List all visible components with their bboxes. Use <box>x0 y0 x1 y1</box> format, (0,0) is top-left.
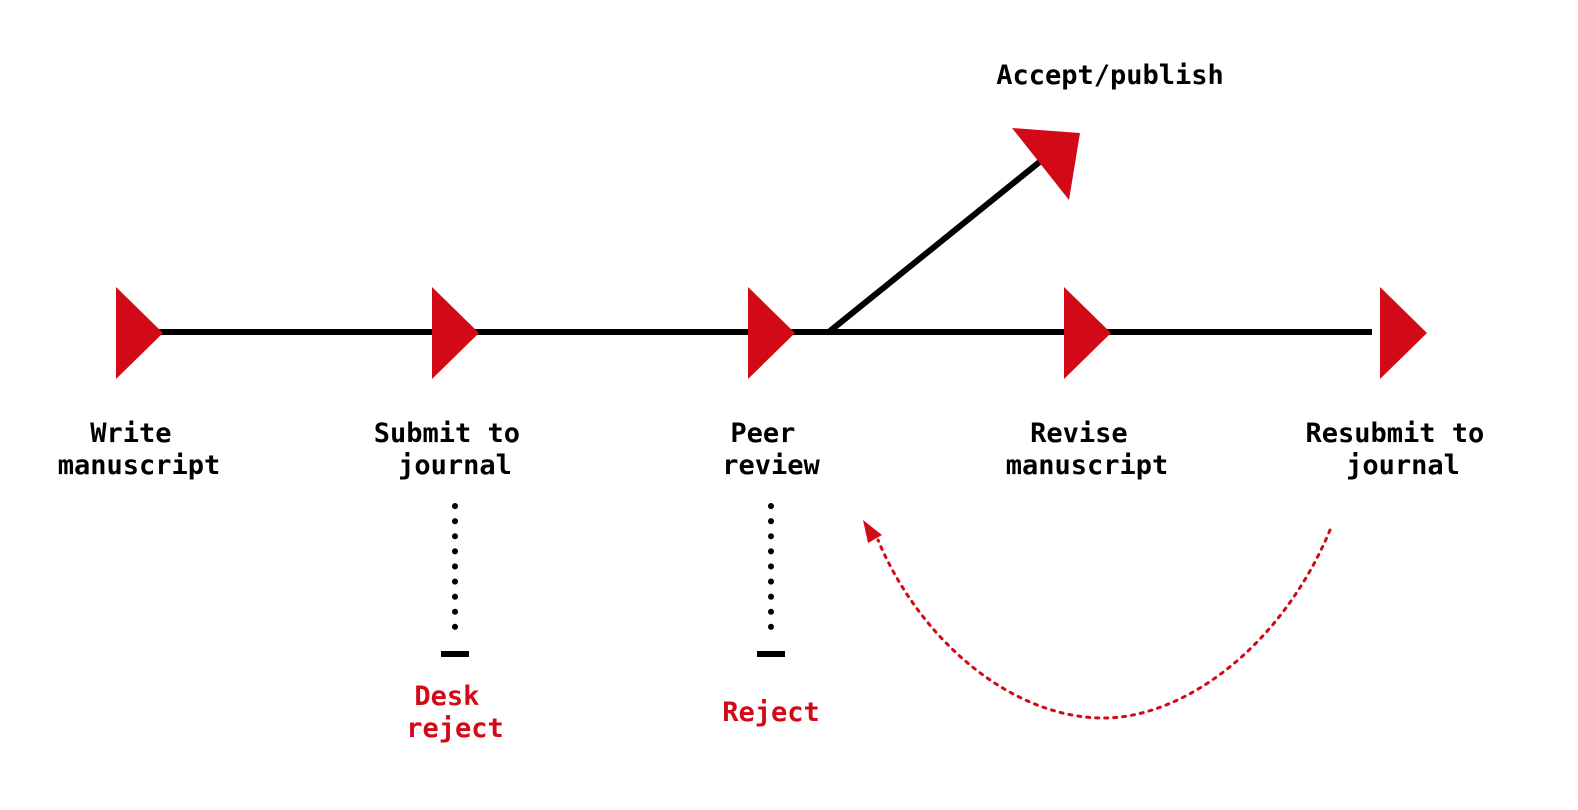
step-marker-resubmit <box>1380 287 1427 379</box>
review-reject-label: Reject <box>722 697 820 728</box>
step-label-revise: Revise manuscript <box>1006 418 1169 481</box>
accept-label: Accept/publish <box>996 60 1224 91</box>
step-label-peer-review: Peer review <box>722 418 820 481</box>
desk-reject-label: Desk reject <box>406 681 504 744</box>
step-marker-revise <box>1064 287 1111 379</box>
accept-branch-line <box>828 157 1044 334</box>
step-label-write: Write manuscript <box>58 418 221 481</box>
step-marker-write <box>116 287 163 379</box>
resubmit-loop-dotted-curve <box>876 528 1332 720</box>
step-label-submit: Submit to journal <box>374 418 537 481</box>
step-marker-submit <box>432 287 479 379</box>
step-label-resubmit: Resubmit to journal <box>1305 418 1500 481</box>
step-marker-peer-review <box>748 287 795 379</box>
resubmit-loop-arrowhead <box>863 520 882 543</box>
accept-arrowhead <box>1012 128 1080 200</box>
